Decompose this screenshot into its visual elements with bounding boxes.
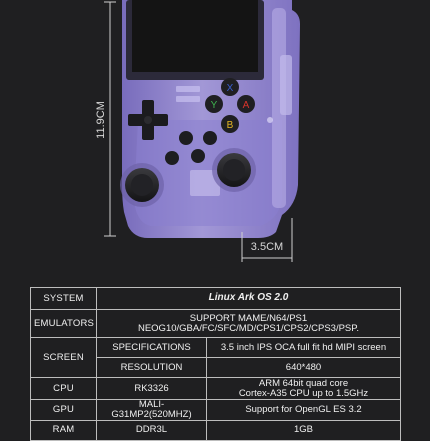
chip	[190, 170, 220, 196]
row-value: SUPPORT MAME/N64/PS1 NEOG10/GBA/FC/SFC/M…	[96, 309, 401, 338]
screen	[132, 0, 258, 72]
spec-table: SYSTEM Linux Ark OS 2.0 EMULATORS SUPPOR…	[30, 287, 401, 441]
device-illustration: X Y A B 11.9CM	[95, 0, 300, 262]
sub-label: RESOLUTION	[96, 357, 207, 378]
model: RK3326	[96, 377, 207, 400]
model: MALI-G31MP2(520MHZ)	[96, 399, 207, 421]
row-value: Support for OpenGL ES 3.2	[206, 399, 401, 421]
row-label: SYSTEM	[30, 287, 97, 310]
row-label: SCREEN	[30, 337, 97, 378]
shoulder-trim	[280, 55, 292, 115]
value-line: Cortex-A35 CPU up to 1.5GHz	[238, 387, 369, 399]
value-line: NEOG10/GBA/FC/SFC/MD/CPS1/CPS2/CPS3/PSP.	[137, 322, 360, 334]
row-label: GPU	[30, 399, 97, 421]
table-row: EMULATORS SUPPORT MAME/N64/PS1 NEOG10/GB…	[30, 309, 401, 338]
svg-text:B: B	[227, 120, 234, 131]
dpad	[128, 100, 168, 140]
speaker-grille	[176, 86, 200, 92]
svg-text:Y: Y	[211, 100, 218, 111]
right-analog-stick	[212, 148, 256, 192]
table-row: SYSTEM Linux Ark OS 2.0	[30, 287, 401, 310]
left-analog-stick	[120, 163, 164, 207]
svg-text:11.9CM: 11.9CM	[95, 101, 107, 139]
function-button	[191, 149, 205, 163]
value-line: ARM 64bit quad core	[258, 377, 349, 389]
sub-value: 640*480	[206, 357, 401, 378]
button-b: B	[221, 115, 239, 133]
row-value: Linux Ark OS 2.0	[96, 287, 401, 310]
sub-label: SPECIFICATIONS	[96, 337, 207, 358]
table-row: CPU RK3326 ARM 64bit quad core Cortex-A3…	[30, 377, 401, 400]
value-line: SUPPORT MAME/N64/PS1	[189, 312, 308, 324]
table-row: RAM DDR3L 1GB	[30, 419, 401, 441]
speaker-grille	[176, 96, 200, 102]
function-button	[203, 131, 217, 145]
height-dimension: 11.9CM	[95, 1, 116, 237]
button-a: A	[237, 95, 255, 113]
function-button	[179, 131, 193, 145]
model: DDR3L	[96, 419, 207, 441]
button-x: X	[221, 78, 239, 96]
table-row: SCREEN SPECIFICATIONS 3.5 inch IPS OCA f…	[30, 337, 401, 378]
svg-text:3.5CM: 3.5CM	[251, 241, 283, 253]
table-row: RESOLUTION 640*480	[31, 357, 401, 378]
row-value: 1GB	[206, 419, 401, 441]
row-label: EMULATORS	[30, 309, 97, 338]
function-button	[165, 151, 179, 165]
sub-value: 3.5 inch IPS OCA full fit hd MIPI screen	[206, 337, 401, 358]
button-y: Y	[205, 95, 223, 113]
svg-text:A: A	[243, 100, 250, 111]
screw	[267, 117, 273, 123]
table-row: GPU MALI-G31MP2(520MHZ) Support for Open…	[30, 399, 401, 421]
svg-text:X: X	[227, 83, 234, 94]
row-label: CPU	[30, 377, 97, 400]
row-value: ARM 64bit quad core Cortex-A35 CPU up to…	[206, 377, 401, 400]
depth-dimension: 3.5CM	[241, 218, 293, 262]
row-label: RAM	[30, 419, 97, 441]
product-stage: X Y A B 11.9CM	[30, 0, 401, 441]
